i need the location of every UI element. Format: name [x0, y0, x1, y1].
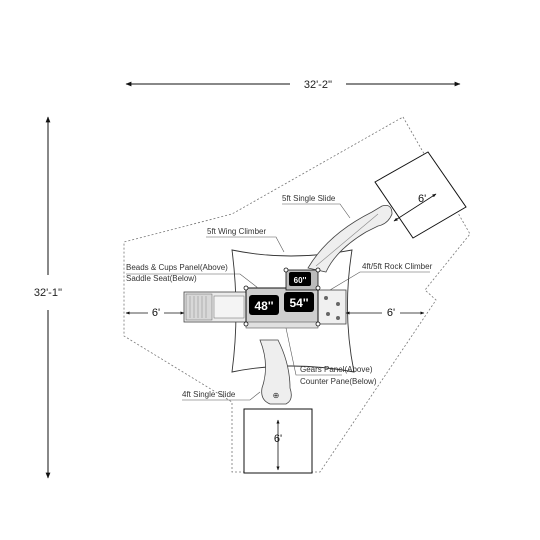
label-four-ft-slide: 4ft Single Slide	[182, 390, 236, 399]
label-five-ft-slide: 5ft Single Slide	[282, 194, 336, 203]
deck-badge-54: 54''	[284, 292, 314, 312]
label-counter-panel: Counter Pane(Below)	[300, 377, 377, 386]
deck-height-left: 48''	[254, 299, 273, 313]
four-ft-slide: ⊕	[259, 339, 292, 405]
label-beads-cups: Beads & Cups Panel(Above)	[126, 263, 228, 272]
label-saddle-seat: Saddle Seat(Below)	[126, 274, 197, 283]
bottom-clearance-label: 6'	[274, 433, 282, 445]
top-right-clearance-zone: 6'	[374, 151, 467, 239]
label-gears-panel: Gears Panel(Above)	[300, 365, 373, 374]
right-clearance: 6'	[345, 307, 425, 319]
bottom-clearance-zone: 6'	[243, 408, 313, 474]
callout-leaders	[126, 203, 430, 401]
rock-climber	[317, 289, 347, 325]
left-walkway	[183, 291, 249, 323]
width-dimension: 32'-2''	[125, 79, 461, 91]
left-clearance: 6'	[125, 307, 185, 319]
slide-exit-icon: ⊕	[273, 391, 280, 400]
top-right-clearance-label: 6'	[418, 193, 426, 205]
five-ft-slide	[307, 204, 393, 273]
label-rock-climber: 4ft/5ft Rock Climber	[362, 262, 433, 271]
right-clearance-label: 6'	[387, 307, 395, 319]
deck-badge-60: 60''	[289, 272, 311, 286]
label-wing-climber: 5ft Wing Climber	[207, 227, 266, 236]
left-clearance-label: 6'	[152, 307, 160, 319]
height-label: 32'-1''	[34, 287, 62, 299]
deck-badge-48: 48''	[249, 295, 279, 315]
deck-height-right: 54''	[289, 296, 308, 310]
width-label: 32'-2''	[304, 79, 332, 91]
use-zone-boundary	[123, 116, 471, 473]
deck-height-top: 60''	[294, 276, 307, 285]
height-dimension: 32'-1''	[34, 116, 62, 479]
